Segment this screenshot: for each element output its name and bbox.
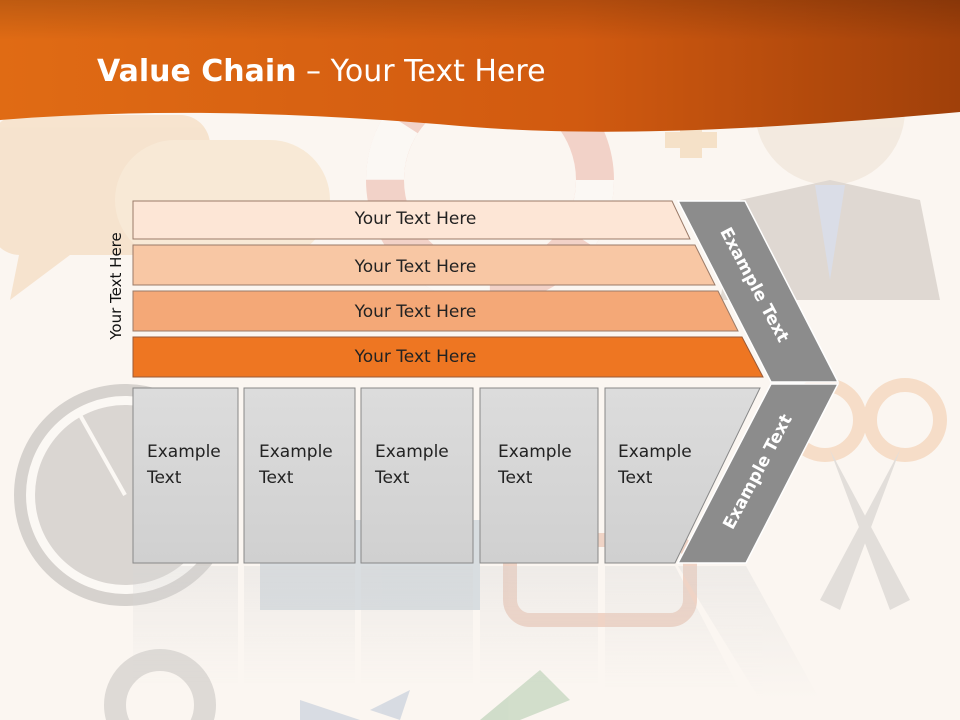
cell-2 [243,387,356,564]
cell-label-4: Example Text [498,442,572,488]
row-label-3: Your Text Here [354,302,477,322]
cell-label-2: Example Text [259,442,333,488]
cell-label-3: Example Text [375,442,449,488]
vertical-label: Your Text Here [107,232,125,340]
header-band [0,0,960,132]
row-bar-3 [132,290,739,332]
row-bar-1 [132,200,691,240]
title-rest: – Your Text Here [296,54,546,89]
cell-3 [360,387,474,564]
cell-5 [604,387,761,564]
row-label-1: Your Text Here [354,209,477,229]
cell-label-5: Example Text [618,442,692,488]
cell-4 [479,387,599,564]
slide-title: Value Chain – Your Text Here [97,54,546,89]
chevron-top [676,200,840,383]
cell-label-1: Example Text [147,442,221,488]
chevron-bottom [676,383,840,564]
row-label-2: Your Text Here [354,257,477,277]
row-bar-4 [132,336,764,378]
title-bold: Value Chain [97,54,297,89]
cell-1 [132,387,239,564]
row-bar-2 [132,244,716,286]
row-label-4: Your Text Here [354,347,477,367]
